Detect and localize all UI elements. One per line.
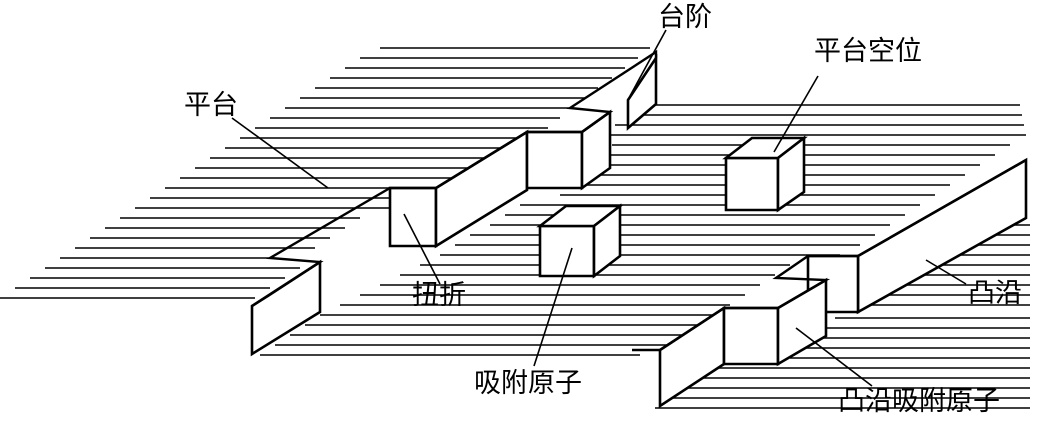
- step-leader: [629, 29, 667, 97]
- adatom-cube: [536, 203, 624, 279]
- label-terrace-vacancy: 平台空位: [814, 36, 922, 67]
- adatom-leader: [533, 247, 573, 367]
- upper-step-edge: [250, 49, 658, 357]
- ledge-step-edge: [632, 157, 1028, 409]
- terrace-vacancy-cube: [722, 135, 808, 213]
- lower-terrace-hatching: [655, 224, 1030, 409]
- label-ledge-adatom: 凸沿吸附原子: [838, 386, 1000, 416]
- terrace-leader: [231, 117, 329, 189]
- kink-leader: [403, 213, 441, 285]
- ledge-leader: [925, 259, 967, 285]
- label-ledge: 凸沿: [968, 278, 1022, 309]
- ledge-adatom-leader: [795, 327, 873, 387]
- vacancy-leader: [773, 75, 819, 153]
- label-kink: 扭折: [412, 280, 466, 311]
- label-adatom: 吸附原子: [474, 368, 582, 399]
- middle-terrace-hatching: [260, 104, 1026, 356]
- label-step: 台阶: [658, 2, 712, 33]
- label-terrace: 平台: [184, 90, 238, 121]
